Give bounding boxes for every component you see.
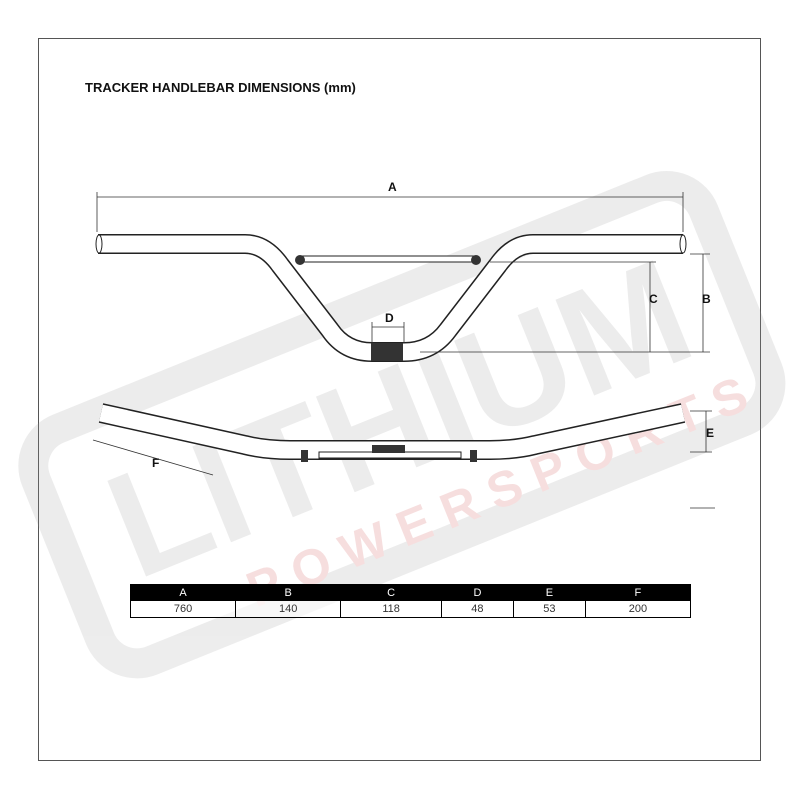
header-b: B xyxy=(235,584,342,601)
table-row: 760 140 118 48 53 200 xyxy=(129,600,692,618)
header-f: F xyxy=(584,584,692,601)
value-a: 760 xyxy=(129,600,237,618)
dimensions-table: A B C D E F 760 140 118 48 53 200 xyxy=(129,584,692,618)
header-c: C xyxy=(340,584,442,601)
value-b: 140 xyxy=(235,600,342,618)
dimension-label-f: F xyxy=(152,456,159,470)
diagram-frame xyxy=(38,38,761,761)
value-c: 118 xyxy=(340,600,442,618)
header-a: A xyxy=(129,584,237,601)
value-d: 48 xyxy=(440,600,514,618)
table-header-row: A B C D E F xyxy=(129,584,692,601)
header-d: D xyxy=(440,584,514,601)
dimension-label-c: C xyxy=(649,292,658,306)
front-view xyxy=(95,234,687,362)
dimension-label-d: D xyxy=(385,311,394,325)
dimension-label-b: B xyxy=(702,292,711,306)
dimension-label-a: A xyxy=(388,180,397,194)
value-f: 200 xyxy=(584,600,692,618)
knurled-center xyxy=(371,343,403,361)
top-view xyxy=(98,403,686,462)
header-e: E xyxy=(512,584,586,601)
value-e: 53 xyxy=(512,600,586,618)
dimension-lines xyxy=(92,192,715,509)
dimension-label-e: E xyxy=(706,426,714,440)
diagram-title: TRACKER HANDLEBAR DIMENSIONS (mm) xyxy=(85,80,356,95)
